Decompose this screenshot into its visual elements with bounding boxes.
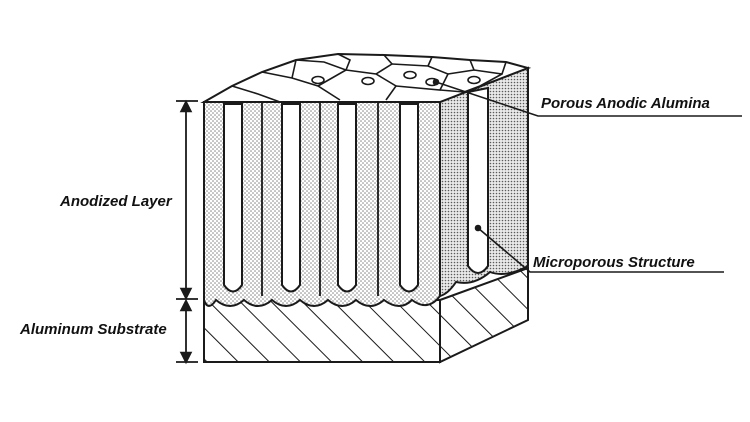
- pore-channel: [281, 103, 301, 293]
- label-porous-anodic-alumina: Porous Anodic Alumina: [541, 95, 710, 112]
- pore-channel: [223, 103, 243, 293]
- cell-walls: [261, 102, 379, 296]
- substrate-front-face: [203, 299, 441, 363]
- label-anodized-layer: Anodized Layer: [60, 193, 172, 210]
- label-aluminum-substrate: Aluminum Substrate: [20, 321, 167, 338]
- pore-channels: [223, 103, 419, 293]
- hexagonal-cell-boundaries: [231, 53, 507, 103]
- pore-channel: [399, 103, 419, 293]
- label-microporous-structure: Microporous Structure: [533, 254, 695, 271]
- oxide-layer-front-face: [203, 101, 441, 307]
- dimension-markers: [176, 99, 198, 365]
- leader-lines: [432, 78, 742, 273]
- pore-channel: [337, 103, 357, 293]
- substrate-side-face: [439, 266, 529, 364]
- leader-porous-anodic-alumina: [435, 81, 742, 117]
- leader-microporous-structure: [477, 227, 724, 273]
- side-pore-channel: [467, 86, 489, 274]
